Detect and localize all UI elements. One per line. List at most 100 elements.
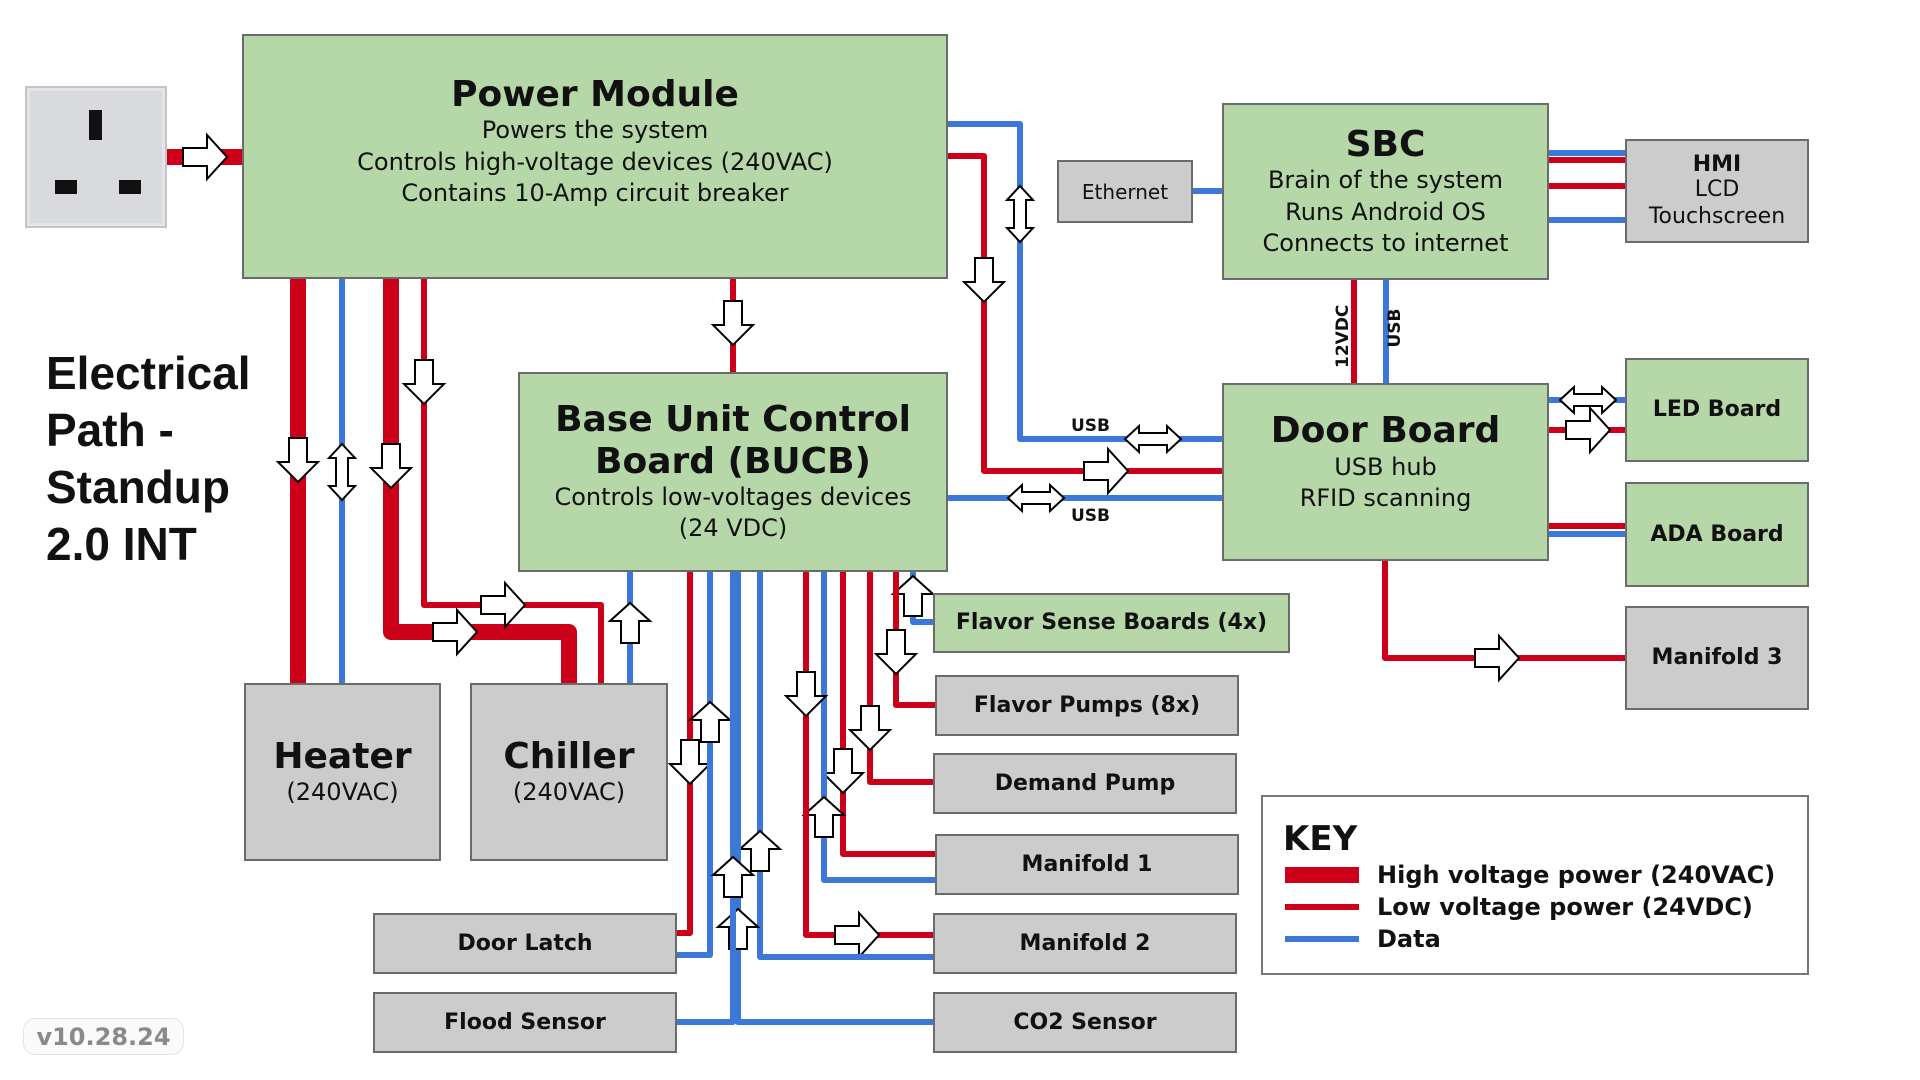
wire-label-usb-sbc-door: USB: [1385, 308, 1405, 348]
sbc: SBC Brain of the system Runs Android OS …: [1222, 103, 1549, 280]
flavor-pumps: Flavor Pumps (8x): [935, 675, 1239, 736]
bucb-flavorsense-data-arrow-icon: [890, 574, 936, 617]
manifold-3: Manifold 3: [1625, 606, 1809, 710]
bucb-co2-data-arrow-icon: [715, 907, 761, 950]
sbc-line: Connects to internet: [1262, 228, 1509, 257]
bucb-chiller-data-arrow-icon: [607, 601, 653, 644]
flavor-sense-boards: Flavor Sense Boards (4x): [933, 593, 1290, 653]
power-module: Power Module Powers the system Controls …: [242, 34, 948, 279]
wire-bucb-flood-data: [677, 572, 736, 1025]
pm-door-data-v-arrow-icon: [1004, 184, 1036, 244]
pm-door-lv-right-arrow-icon: [1083, 446, 1130, 496]
bucb-manifold1-data-arrow-icon: [801, 795, 847, 838]
heater: Heater (240VAC): [244, 683, 441, 861]
bucb-doorlatch-lv-arrow-icon: [667, 739, 713, 786]
legend-swatch-data: [1285, 936, 1359, 942]
manifold-1: Manifold 1: [935, 834, 1239, 895]
chiller-title: Chiller: [503, 735, 635, 777]
door-board-line: RFID scanning: [1299, 483, 1472, 512]
hmi: HMI LCD Touchscreen: [1625, 139, 1809, 243]
wire-label-12vdc: 12VDC: [1333, 304, 1353, 368]
flood-sensor: Flood Sensor: [373, 992, 677, 1053]
bucb-flood-data-arrow-icon: [710, 855, 756, 898]
chiller-rating: (240VAC): [512, 778, 626, 807]
pm-chiller-hv-right-arrow-icon: [432, 607, 479, 657]
manifold-2: Manifold 2: [933, 913, 1237, 974]
power-module-line: Contains 10-Amp circuit breaker: [401, 178, 789, 207]
bucb-manifold2-lv-down-arrow-icon: [783, 671, 829, 718]
chiller: Chiller (240VAC): [470, 683, 668, 861]
flavor-sense-boards-title: Flavor Sense Boards (4x): [955, 610, 1268, 636]
pm-chiller-lv-down-arrow-icon: [401, 359, 447, 406]
wire-bucb-manifold1-lv: [840, 572, 935, 857]
co2-sensor: CO2 Sensor: [933, 992, 1237, 1053]
led-board: LED Board: [1625, 358, 1809, 462]
wire-bucb-doorlatch-lv: [677, 572, 693, 936]
pm-door-lv-down-arrow-icon: [961, 257, 1007, 304]
wire-bucb-flavorpumps-lv: [893, 572, 935, 708]
outlet-neutral-slot: [55, 180, 77, 194]
wire-bucb-doorlatch-data: [677, 572, 713, 958]
bucb-demandpump-lv-arrow-icon: [847, 705, 893, 752]
wire-label-usb-pm-door: USB: [1071, 416, 1111, 436]
power-module-line: Controls high-voltage devices (240VAC): [357, 147, 833, 176]
door-latch-title: Door Latch: [457, 930, 593, 956]
page-title: Electrical Path - Standup 2.0 INT: [46, 347, 251, 570]
led-board-title: LED Board: [1652, 397, 1782, 423]
pm-bucb-lv-arrow-icon: [710, 300, 756, 347]
door-board-title: Door Board: [1270, 410, 1501, 452]
power-module-line: Powers the system: [481, 116, 709, 145]
hmi-line: LCD: [1694, 177, 1740, 203]
wire-bucb-demandpump-lv: [867, 572, 933, 785]
bucb-doorlatch-data-arrow-icon: [687, 700, 733, 743]
wire-bucb-manifold1-data: [821, 572, 935, 883]
bucb-line: Controls low-voltages devices: [554, 483, 912, 512]
door-led-lv-arrow-icon: [1565, 405, 1612, 455]
door-board-line: USB hub: [1334, 452, 1437, 481]
door-latch: Door Latch: [373, 913, 677, 974]
bucb-manifold2-lv-right-arrow-icon: [834, 910, 881, 960]
outlet-power-module-arrow-icon: [182, 132, 229, 182]
manifold-3-title: Manifold 3: [1651, 645, 1783, 671]
ada-board-title: ADA Board: [1650, 521, 1784, 547]
bucb-line: (24 VDC): [678, 514, 788, 543]
legend-swatch-low-voltage: [1285, 904, 1359, 910]
legend: KEY High voltage power (240VAC) Low volt…: [1261, 795, 1809, 975]
pm-heater-hv-arrow-icon: [275, 437, 321, 484]
legend-item-data: Data: [1285, 925, 1441, 953]
sbc-line: Brain of the system: [1267, 166, 1504, 195]
legend-item-low-voltage: Low voltage power (24VDC): [1285, 893, 1753, 921]
sbc-line: Runs Android OS: [1285, 197, 1486, 226]
pm-chiller-hv-down-arrow-icon: [368, 443, 414, 490]
ethernet-label: Ethernet: [1081, 179, 1169, 204]
wall-outlet-icon: [25, 86, 167, 228]
legend-title: KEY: [1283, 819, 1358, 859]
heater-rating: (240VAC): [286, 778, 399, 807]
outlet-live-slot: [119, 180, 141, 194]
power-module-title: Power Module: [451, 74, 739, 116]
demand-pump-title: Demand Pump: [994, 770, 1176, 796]
co2-sensor-title: CO2 Sensor: [1013, 1009, 1157, 1035]
legend-swatch-high-voltage: [1285, 867, 1359, 883]
legend-label: Data: [1377, 925, 1441, 953]
pm-heater-data-arrow-icon: [326, 442, 358, 502]
door-board: Door Board USB hub RFID scanning: [1222, 383, 1549, 561]
manifold-2-title: Manifold 2: [1019, 930, 1151, 956]
flavor-pumps-title: Flavor Pumps (8x): [973, 692, 1201, 718]
wire-label-usb-bucb-door: USB: [1071, 506, 1111, 526]
pm-door-data-h-arrow-icon: [1123, 423, 1183, 455]
flood-sensor-title: Flood Sensor: [444, 1009, 606, 1035]
legend-item-high-voltage: High voltage power (240VAC): [1285, 861, 1775, 889]
bucb-flavorpumps-lv-arrow-icon: [873, 629, 919, 676]
bucb-title: Base Unit Control Board (BUCB): [555, 399, 911, 482]
pm-chiller-lv-right-arrow-icon: [480, 580, 527, 630]
bucb-manifold2-data-arrow-icon: [737, 829, 783, 872]
heater-title: Heater: [273, 735, 412, 777]
bucb-door-data-arrow-icon: [1006, 482, 1066, 514]
legend-label: Low voltage power (24VDC): [1377, 893, 1753, 921]
sbc-title: SBC: [1345, 124, 1426, 166]
hmi-title: HMI: [1692, 151, 1742, 177]
ethernet: Ethernet: [1057, 160, 1193, 223]
ada-board: ADA Board: [1625, 482, 1809, 587]
